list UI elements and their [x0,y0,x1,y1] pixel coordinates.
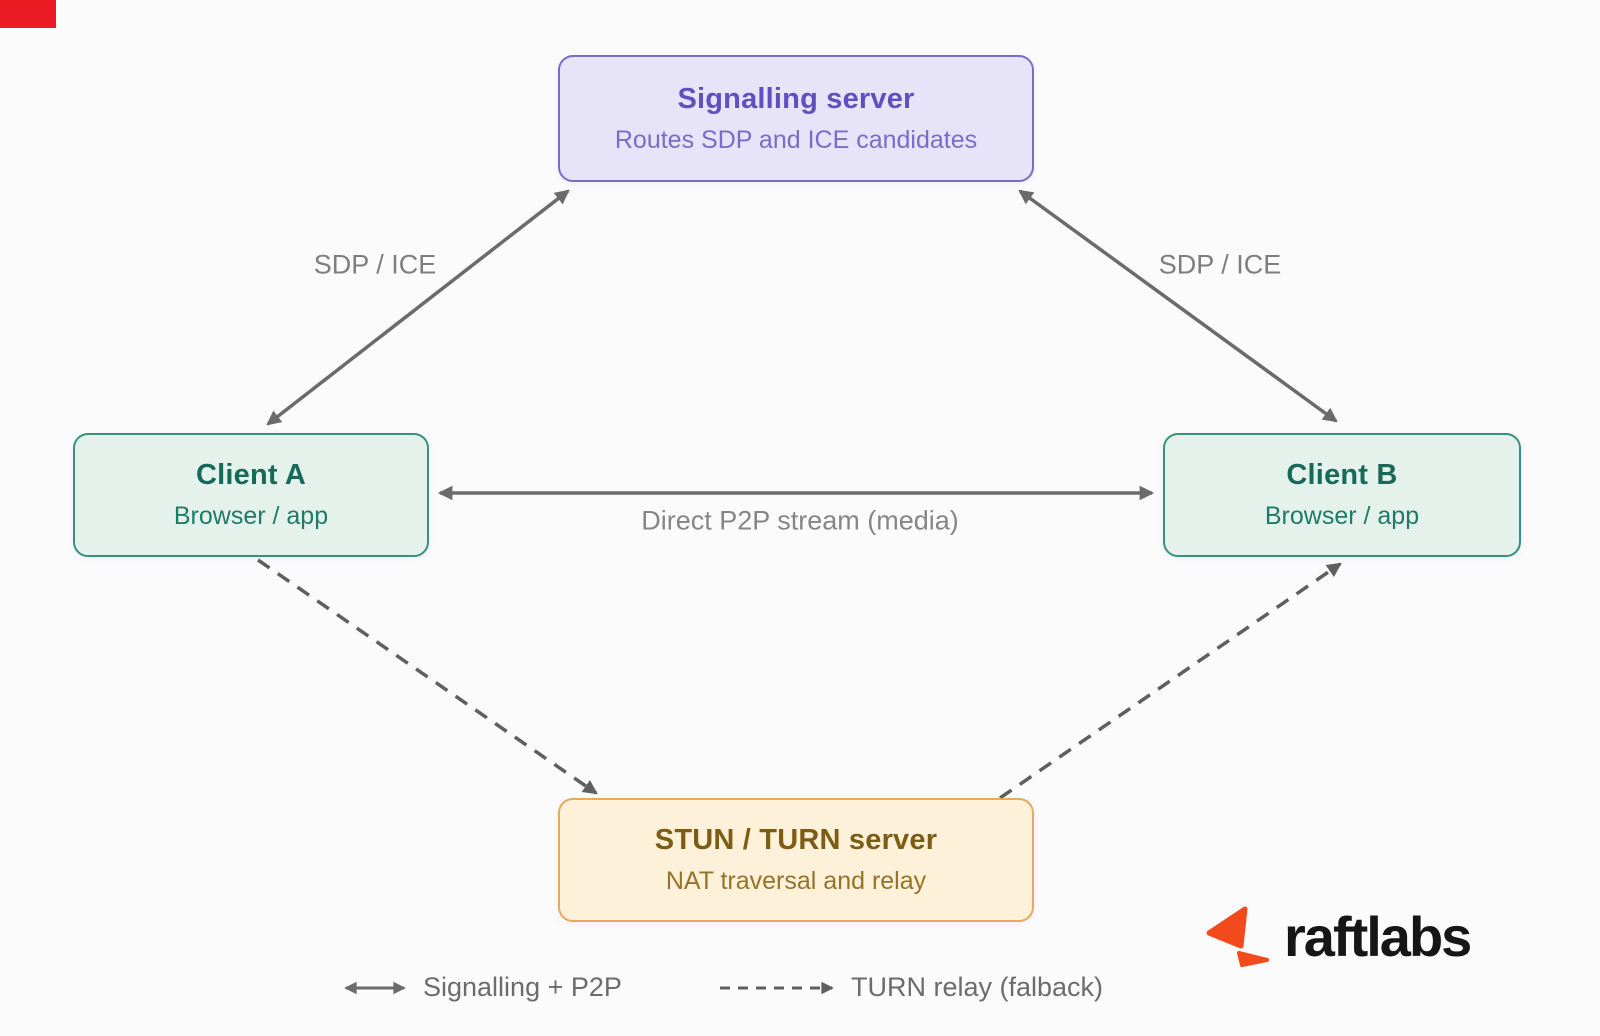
legend-dashed-arrow-icon [720,981,834,994]
node-client-b: Client B Browser / app [1163,433,1521,557]
node-stun-turn-server: STUN / TURN server NAT traversal and rel… [558,798,1034,922]
red-corner-marker [0,0,56,28]
brand-raftlabs: raftlabs [1203,905,1472,968]
edge-label-direct-p2p: Direct P2P stream (media) [641,505,959,536]
node-client-a: Client A Browser / app [73,433,429,557]
legend-dashed-label: TURN relay (falback) [851,972,1104,1002]
raftlabs-logo-icon [1206,906,1269,967]
legend-solid-label: Signalling + P2P [423,972,622,1002]
arrow-clienta-stun-dashed [257,558,598,795]
node-subtitle: Browser / app [1264,502,1420,530]
node-title: Client B [1286,459,1398,491]
node-signalling-server: Signalling server Routes SDP and ICE can… [558,55,1034,182]
arrow-clienta-signalling [266,189,570,426]
node-title: STUN / TURN server [654,824,938,856]
node-subtitle: Routes SDP and ICE candidates [614,125,978,154]
legend-signalling-p2p: Signalling + P2P [338,972,622,1003]
edge-label-sdp-ice-left: SDP / ICE [313,249,437,280]
node-title: Client A [195,459,307,491]
legend-turn-relay: TURN relay (falback) [716,972,1103,1003]
legend-solid-arrow-icon [344,981,406,994]
arrow-signalling-clientb [1018,189,1338,423]
node-subtitle: NAT traversal and relay [665,867,927,895]
node-subtitle: Browser / app [173,502,329,530]
brand-wordmark: raftlabs [1284,905,1472,968]
arrow-stun-clientb-dashed [999,562,1342,800]
edge-label-sdp-ice-right: SDP / ICE [1158,249,1282,280]
node-title: Signalling server [677,82,915,115]
